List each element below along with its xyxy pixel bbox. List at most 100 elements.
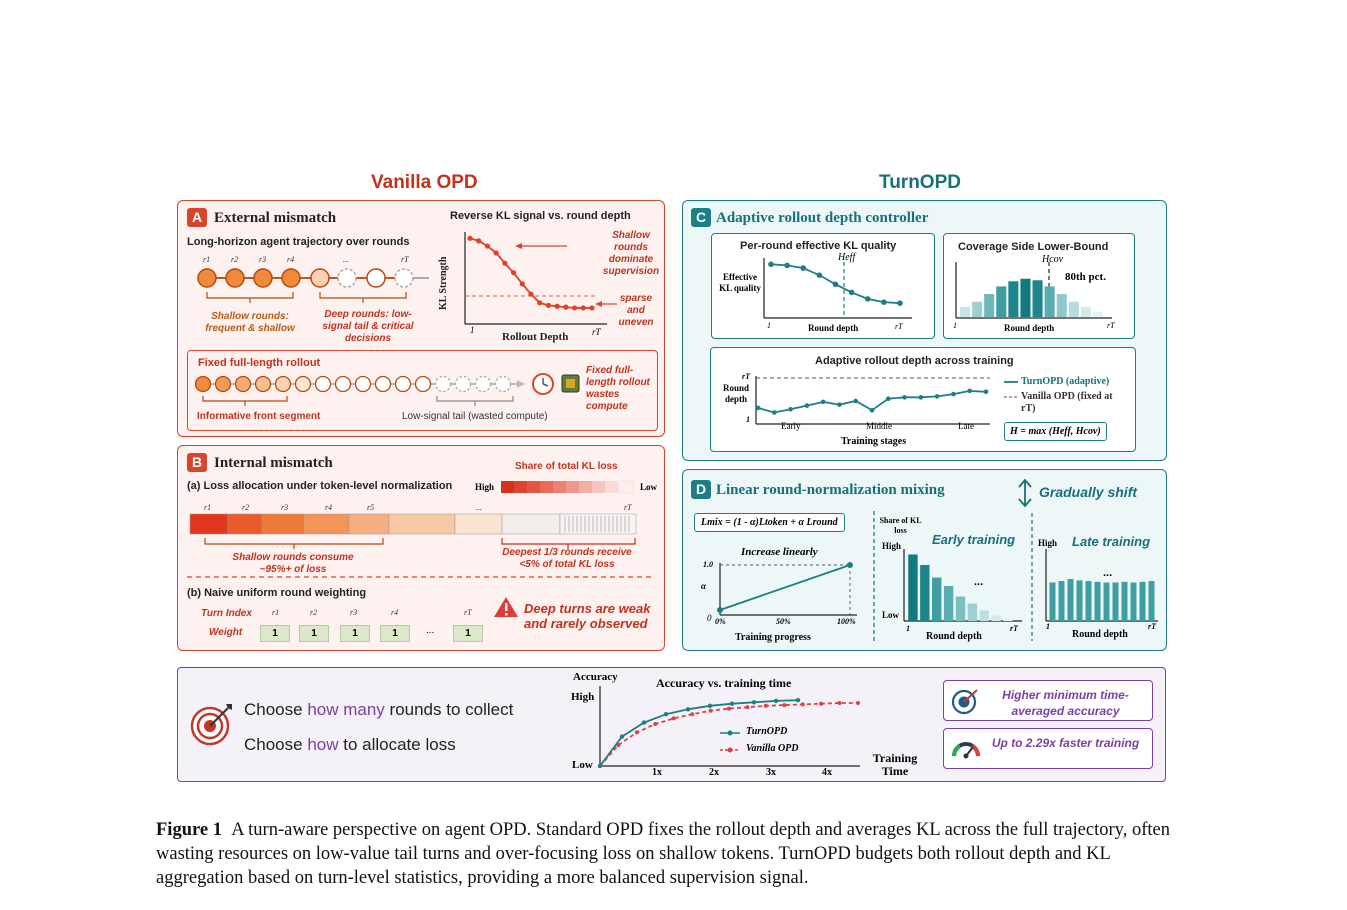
kl-quality-x-end: rT	[895, 322, 903, 331]
panel-b-title: Internal mismatch	[214, 455, 333, 471]
coverage-bar	[960, 306, 971, 317]
coverage-bar	[1020, 278, 1031, 317]
late-xlabel: Round depth	[1072, 629, 1128, 640]
training-time-xlabel: Training Time	[872, 751, 918, 778]
share-kl-label: Share of total KL loss	[515, 461, 618, 472]
coverage-chart	[955, 262, 1112, 319]
percentile-label: 80th pct.	[1065, 271, 1106, 283]
late-high: High	[1038, 538, 1058, 548]
early-bar	[991, 615, 1001, 621]
kl-chart	[464, 232, 617, 325]
adaptive-depth-series-point	[902, 395, 907, 400]
late-bar	[1067, 579, 1074, 621]
accuracy-low: Low	[572, 759, 593, 771]
late-bar	[1058, 581, 1065, 621]
share-kl-ylabel: Share of KL loss	[879, 516, 922, 535]
kl-series-line	[469, 237, 592, 309]
coverage-bar	[1032, 280, 1043, 317]
adaptive-depth-series-point	[885, 396, 891, 401]
low-signal-tail-label: Low-signal tail (wasted compute)	[402, 411, 548, 422]
xtick-1x: 1x	[652, 767, 662, 778]
kl-quality-series-point	[768, 261, 774, 268]
warning-icon	[494, 597, 518, 617]
late-bar	[1121, 581, 1128, 621]
accuracy-benefit-text: Higher minimum time-averaged accuracy	[1002, 688, 1129, 718]
panel-a-graphics	[194, 232, 617, 406]
accuracy-benefit-box	[943, 680, 1153, 721]
turnopd-series-point	[707, 703, 713, 708]
late-bar	[1103, 582, 1110, 621]
late-bar	[1112, 582, 1119, 621]
vanilla-series-line	[599, 702, 858, 767]
vanilla-series-point	[690, 712, 695, 717]
weight-label: Weight	[209, 627, 243, 638]
vanilla-series-point	[763, 703, 768, 708]
turnopd-series-point	[729, 701, 735, 706]
kl-x-start: 1	[470, 325, 475, 335]
figure-caption: Figure 1 A turn-aware perspective on age…	[156, 818, 1196, 890]
legend-vanilla: Vanilla OPD	[746, 743, 799, 754]
adaptive-depth-series-point	[804, 403, 810, 408]
kl-series-point	[571, 305, 578, 311]
turnopd-series-point	[641, 720, 647, 725]
speedometer-icon	[952, 742, 980, 759]
kl-quality-xlabel: Round depth	[808, 323, 859, 333]
early-xlabel: Round depth	[926, 631, 982, 642]
allocate-loss-line: Choose how to allocate loss	[244, 735, 456, 755]
turnopd-series-point	[597, 763, 603, 769]
late-training-label: Late training	[1072, 534, 1151, 549]
early-training-chart	[903, 549, 1022, 622]
alpha-x-0: 0%	[715, 617, 726, 626]
adaptive-depth-series-point	[918, 395, 924, 400]
alpha-series-point	[717, 607, 723, 613]
kl-gradient-bar	[501, 480, 635, 494]
adaptive-depth-series-point	[853, 398, 859, 404]
turn-index-row: r1 r2 r3 r4 rT	[260, 608, 490, 620]
alpha-x-100: 100%	[837, 617, 856, 626]
alpha-y-top: 1.0	[703, 560, 713, 569]
weight-box: 1	[380, 625, 410, 642]
early-high: High	[882, 541, 902, 551]
coverage-bar	[1080, 306, 1091, 317]
shallow-rounds-label: Shallow rounds: frequent & shallow	[205, 311, 295, 334]
legend-turnopd: TurnOPD	[746, 726, 788, 737]
kl-series-point	[467, 235, 473, 241]
adaptive-depth-series-point	[771, 410, 777, 415]
stage-late: Late	[958, 421, 974, 431]
kl-quality-series-point	[816, 272, 823, 278]
early-bar	[1003, 618, 1013, 621]
gradient-low: Low	[640, 482, 658, 492]
vanilla-series-point	[800, 702, 805, 707]
kl-quality-series-point	[832, 281, 839, 288]
panel-a	[177, 200, 665, 437]
r-label: r1	[204, 503, 212, 512]
turn-label: r4	[391, 608, 399, 617]
fixed-rollout-note: Fixed full-length rollout wastes compute	[586, 365, 650, 412]
coverage-x-end: rT	[1107, 321, 1115, 330]
highlight-how: how	[307, 735, 339, 754]
panel-b-graphics	[187, 480, 655, 617]
weight-box: 1	[299, 625, 329, 642]
early-bar	[932, 577, 942, 621]
text: Choose	[244, 735, 308, 754]
vanilla-series-point	[837, 701, 842, 705]
chip-icon	[561, 374, 580, 393]
kl-x-end: rT	[592, 327, 601, 337]
alpha-y-zero: 0	[707, 613, 712, 623]
kl-series-point	[554, 303, 560, 309]
adaptive-depth-series-point	[869, 407, 875, 413]
kl-quality-series-point	[881, 299, 887, 305]
coverage-bar	[1068, 301, 1079, 317]
kl-quality-x-start: 1	[767, 321, 771, 330]
collect-rounds-line: Choose how many rounds to collect	[244, 700, 513, 720]
turnopd-series-point	[751, 700, 757, 705]
vanilla-series-point	[819, 701, 824, 706]
coverage-bar	[1056, 294, 1067, 317]
round-depth-ybottom: 1	[746, 415, 750, 424]
vanilla-series-point	[856, 701, 860, 705]
late-dots: ...	[1103, 567, 1113, 579]
vanilla-series-point	[634, 730, 639, 735]
kl-series-point	[519, 281, 525, 287]
loss-allocation-label: (a) Loss allocation under token-level no…	[187, 480, 453, 492]
late-bar	[1076, 580, 1083, 621]
